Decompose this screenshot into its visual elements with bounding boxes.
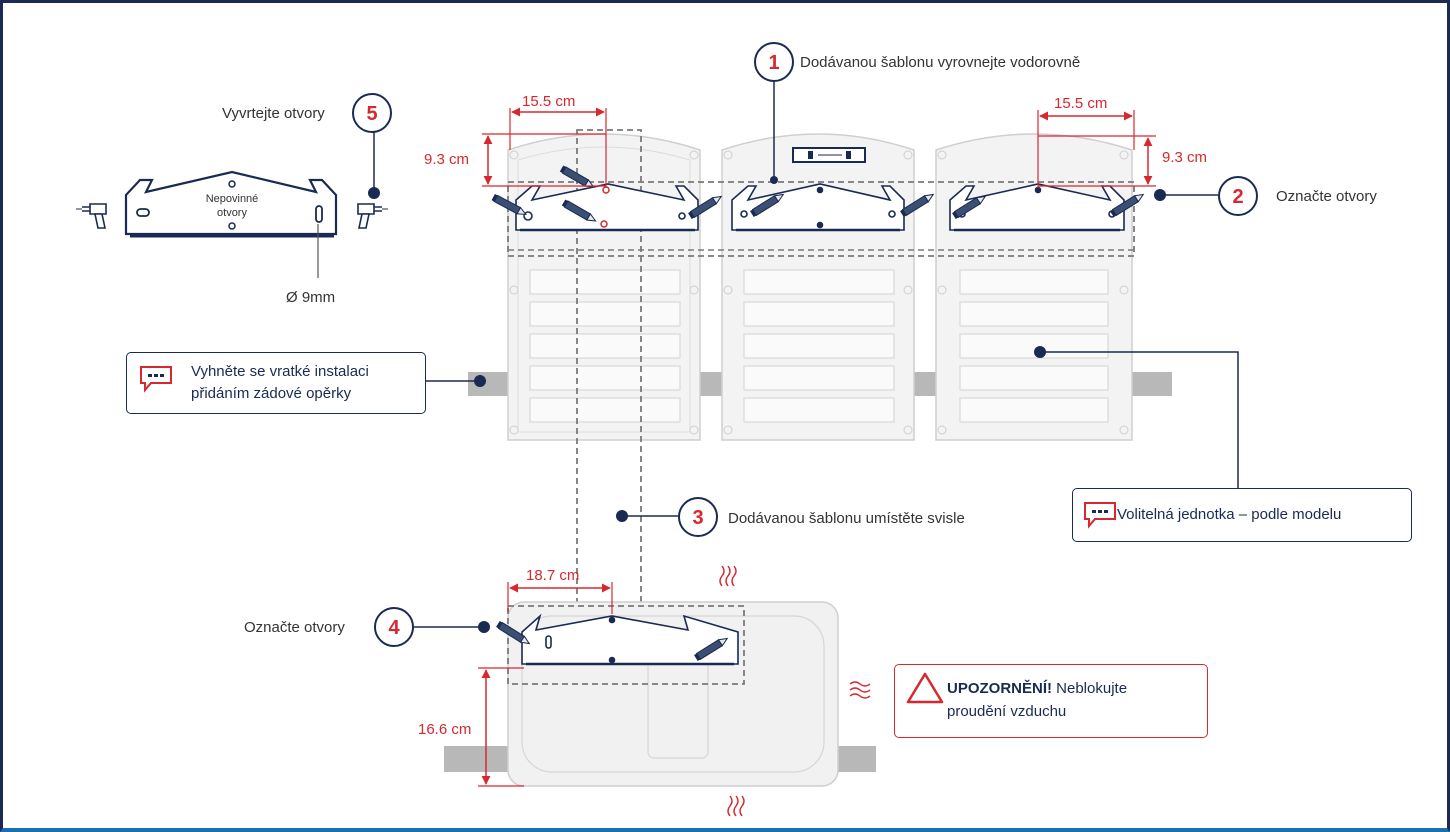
dimension-label: 15.5 cm [1054, 95, 1107, 112]
comment-icon [140, 366, 172, 393]
battery-module-1 [507, 133, 701, 441]
dimension-bottom-width: 18.7 cm [507, 567, 613, 614]
dimension-right-height: 9.3 cm [1038, 135, 1207, 187]
wall-bracket-bottom [521, 613, 739, 666]
warning-rest: Neblokujte [1052, 680, 1128, 697]
rail-right [838, 746, 876, 772]
dimension-bottom-height: 16.6 cm [418, 667, 524, 787]
optional-unit-leader [1034, 346, 1239, 488]
dimension-left-width: 15.5 cm [509, 93, 607, 188]
battery-module-2 [721, 133, 915, 441]
warning-bold: UPOZORNĚNÍ! [947, 680, 1052, 697]
drill-icon [357, 203, 389, 229]
step-5: Vyvrtejte otvory 5 [222, 93, 392, 199]
backrest-note-line2: přidáním zádové opěrky [191, 385, 352, 402]
comment-icon [1084, 502, 1116, 529]
dimension-label: 16.6 cm [418, 721, 471, 738]
step-number: 4 [388, 617, 400, 639]
drilling-bracket: Nepovinné otvory Ø 9mm [124, 170, 338, 306]
rail-right [1130, 372, 1172, 396]
step-label: Vyvrtejte otvory [222, 105, 325, 122]
horizontal-template [507, 181, 1135, 257]
optional-unit-note: Volitelná jednotka – podle modelu [1072, 488, 1412, 542]
airflow-icon [849, 681, 871, 699]
dimension-right-width: 15.5 cm [1037, 95, 1135, 188]
rail-left [468, 372, 508, 396]
wall-bracket-1 [515, 183, 699, 232]
backrest-note-line1: Vyhněte se vratké instalaci [191, 363, 369, 380]
step-label: Dodávanou šablonu umístěte svisle [728, 510, 965, 527]
step-number: 1 [768, 52, 779, 74]
step-number: 3 [692, 507, 703, 529]
optional-holes-label: Nepovinné [206, 193, 259, 205]
step-4: Označte otvory 4 [244, 607, 490, 647]
dimension-label: 9.3 cm [1162, 149, 1207, 166]
dimension-label: 15.5 cm [522, 93, 575, 110]
battery-module-3 [935, 133, 1133, 441]
rail-left [444, 746, 508, 772]
bottom-template [507, 605, 745, 685]
dimension-left-height: 9.3 cm [424, 133, 606, 187]
dimension-label: 9.3 cm [424, 151, 469, 168]
step-2: 2 Označte otvory [1154, 176, 1377, 216]
optional-unit-note-text: Volitelná jednotka – podle modelu [1117, 506, 1342, 523]
warning-note-line2: proudění vzduchu [947, 703, 1067, 720]
step-label: Dodávanou šablonu vyrovnejte vodorovně [800, 54, 1080, 71]
drill-icon [75, 203, 107, 229]
warning-note-line1: UPOZORNĚNÍ! Neblokujte [947, 677, 1127, 700]
warning-icon [906, 672, 944, 704]
step-number: 2 [1232, 186, 1243, 208]
backrest-note: Vyhněte se vratké instalaci přidáním zád… [126, 352, 426, 414]
step-1: 1 Dodávanou šablonu vyrovnejte vodorovně [754, 42, 1080, 184]
airflow-icon [719, 565, 737, 587]
step-3: 3 Dodávanou šablonu umístěte svisle [616, 497, 965, 537]
optional-holes-label: otvory [217, 207, 247, 219]
step-label: Označte otvory [1276, 188, 1377, 205]
step-number: 5 [366, 103, 377, 125]
warning-note: UPOZORNĚNÍ! Neblokujte proudění vzduchu [894, 664, 1208, 738]
step-label: Označte otvory [244, 619, 345, 636]
spirit-level-icon [792, 147, 866, 163]
hole-diameter-label: Ø 9mm [286, 289, 335, 306]
airflow-icon [727, 795, 745, 817]
dimension-label: 18.7 cm [526, 567, 579, 584]
wall-bracket-3 [949, 183, 1125, 232]
